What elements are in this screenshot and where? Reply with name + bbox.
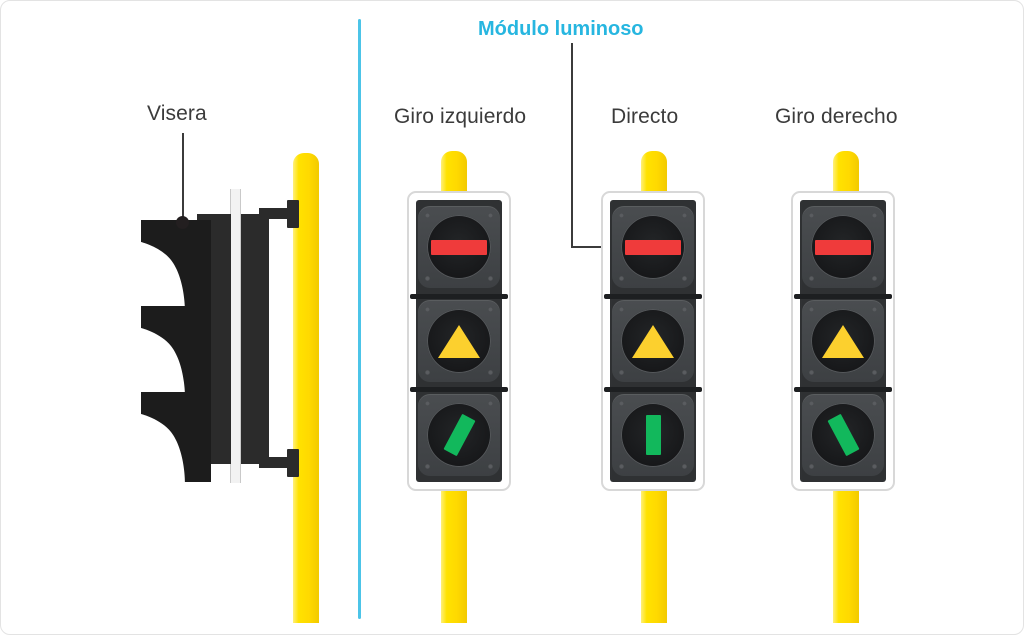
screw-icon — [488, 307, 493, 312]
screw-icon — [682, 276, 687, 281]
visor-hood-bottom — [141, 392, 211, 482]
screw-icon — [682, 464, 687, 469]
module-red[interactable] — [418, 206, 500, 288]
screw-icon — [809, 401, 814, 406]
lens-amber — [621, 309, 685, 373]
screw-icon — [682, 213, 687, 218]
screw-icon — [425, 213, 430, 218]
module-amber[interactable] — [802, 300, 884, 382]
visera-leader-line — [182, 133, 184, 223]
module-green[interactable] — [418, 394, 500, 476]
screw-icon — [872, 370, 877, 375]
label-visera: Visera — [147, 102, 207, 125]
label-giro-derecho: Giro derecho — [775, 105, 898, 128]
screw-icon — [619, 370, 624, 375]
side-view-pole — [293, 153, 319, 623]
module-divider — [604, 294, 702, 299]
screw-icon — [872, 464, 877, 469]
screw-icon — [682, 307, 687, 312]
module-divider — [410, 294, 508, 299]
lens-red — [427, 215, 491, 279]
module-green[interactable] — [612, 394, 694, 476]
housing-body — [800, 200, 886, 482]
side-view-bracket-arm-top — [259, 208, 299, 219]
screw-icon — [809, 307, 814, 312]
screw-icon — [425, 276, 430, 281]
green-left-turn-bar-icon — [442, 413, 476, 457]
lens-green — [621, 403, 685, 467]
red-bar-icon — [625, 239, 681, 255]
lens-red — [811, 215, 875, 279]
screw-icon — [619, 307, 624, 312]
screw-icon — [425, 464, 430, 469]
screw-icon — [872, 213, 877, 218]
screw-icon — [872, 401, 877, 406]
housing-body — [610, 200, 696, 482]
screw-icon — [872, 307, 877, 312]
screw-icon — [809, 276, 814, 281]
lens-green — [811, 403, 875, 467]
screw-icon — [809, 213, 814, 218]
screw-icon — [809, 464, 814, 469]
label-modulo-luminoso: Módulo luminoso — [478, 18, 644, 40]
screw-icon — [619, 276, 624, 281]
screw-icon — [425, 307, 430, 312]
amber-triangle-icon — [822, 324, 864, 358]
screw-icon — [425, 401, 430, 406]
traffic-light-giro-izquierdo[interactable] — [407, 191, 511, 491]
red-bar-icon — [431, 239, 487, 255]
module-divider — [410, 387, 508, 392]
screw-icon — [619, 401, 624, 406]
label-giro-izquierdo: Giro izquierdo — [394, 105, 527, 128]
screw-icon — [488, 276, 493, 281]
module-amber[interactable] — [612, 300, 694, 382]
housing-body — [416, 200, 502, 482]
green-right-turn-bar-icon — [826, 413, 860, 457]
screw-icon — [488, 401, 493, 406]
screw-icon — [425, 370, 430, 375]
label-directo: Directo — [611, 105, 679, 128]
modulo-luminoso-leader-horizontal — [571, 246, 624, 248]
module-divider — [794, 387, 892, 392]
side-view-door-strip — [230, 189, 241, 483]
module-divider — [604, 387, 702, 392]
amber-triangle-icon — [438, 324, 480, 358]
traffic-light-directo[interactable] — [601, 191, 705, 491]
module-red[interactable] — [612, 206, 694, 288]
module-amber[interactable] — [418, 300, 500, 382]
screw-icon — [809, 370, 814, 375]
screw-icon — [488, 213, 493, 218]
lens-amber — [427, 309, 491, 373]
side-view-back-plate — [239, 214, 269, 464]
traffic-light-giro-derecho[interactable] — [791, 191, 895, 491]
amber-triangle-icon — [632, 324, 674, 358]
screw-icon — [619, 213, 624, 218]
green-straight-bar-icon — [645, 415, 661, 455]
visera-leader-dot — [176, 216, 189, 229]
screw-icon — [488, 370, 493, 375]
module-divider — [794, 294, 892, 299]
vertical-divider — [358, 19, 361, 619]
screw-icon — [619, 464, 624, 469]
visor-hood-middle — [141, 306, 211, 396]
side-view-bracket-plate-bottom — [287, 449, 299, 477]
lens-green — [427, 403, 491, 467]
visor-hood-top — [141, 220, 211, 310]
screw-icon — [682, 401, 687, 406]
red-bar-icon — [815, 239, 871, 255]
lens-amber — [811, 309, 875, 373]
screw-icon — [872, 276, 877, 281]
module-green[interactable] — [802, 394, 884, 476]
side-view-bracket-arm-bottom — [259, 457, 299, 468]
screw-icon — [682, 370, 687, 375]
side-view-bracket-plate-top — [287, 200, 299, 228]
module-red[interactable] — [802, 206, 884, 288]
modulo-luminoso-leader-vertical — [571, 43, 573, 247]
screw-icon — [488, 464, 493, 469]
lens-red — [621, 215, 685, 279]
